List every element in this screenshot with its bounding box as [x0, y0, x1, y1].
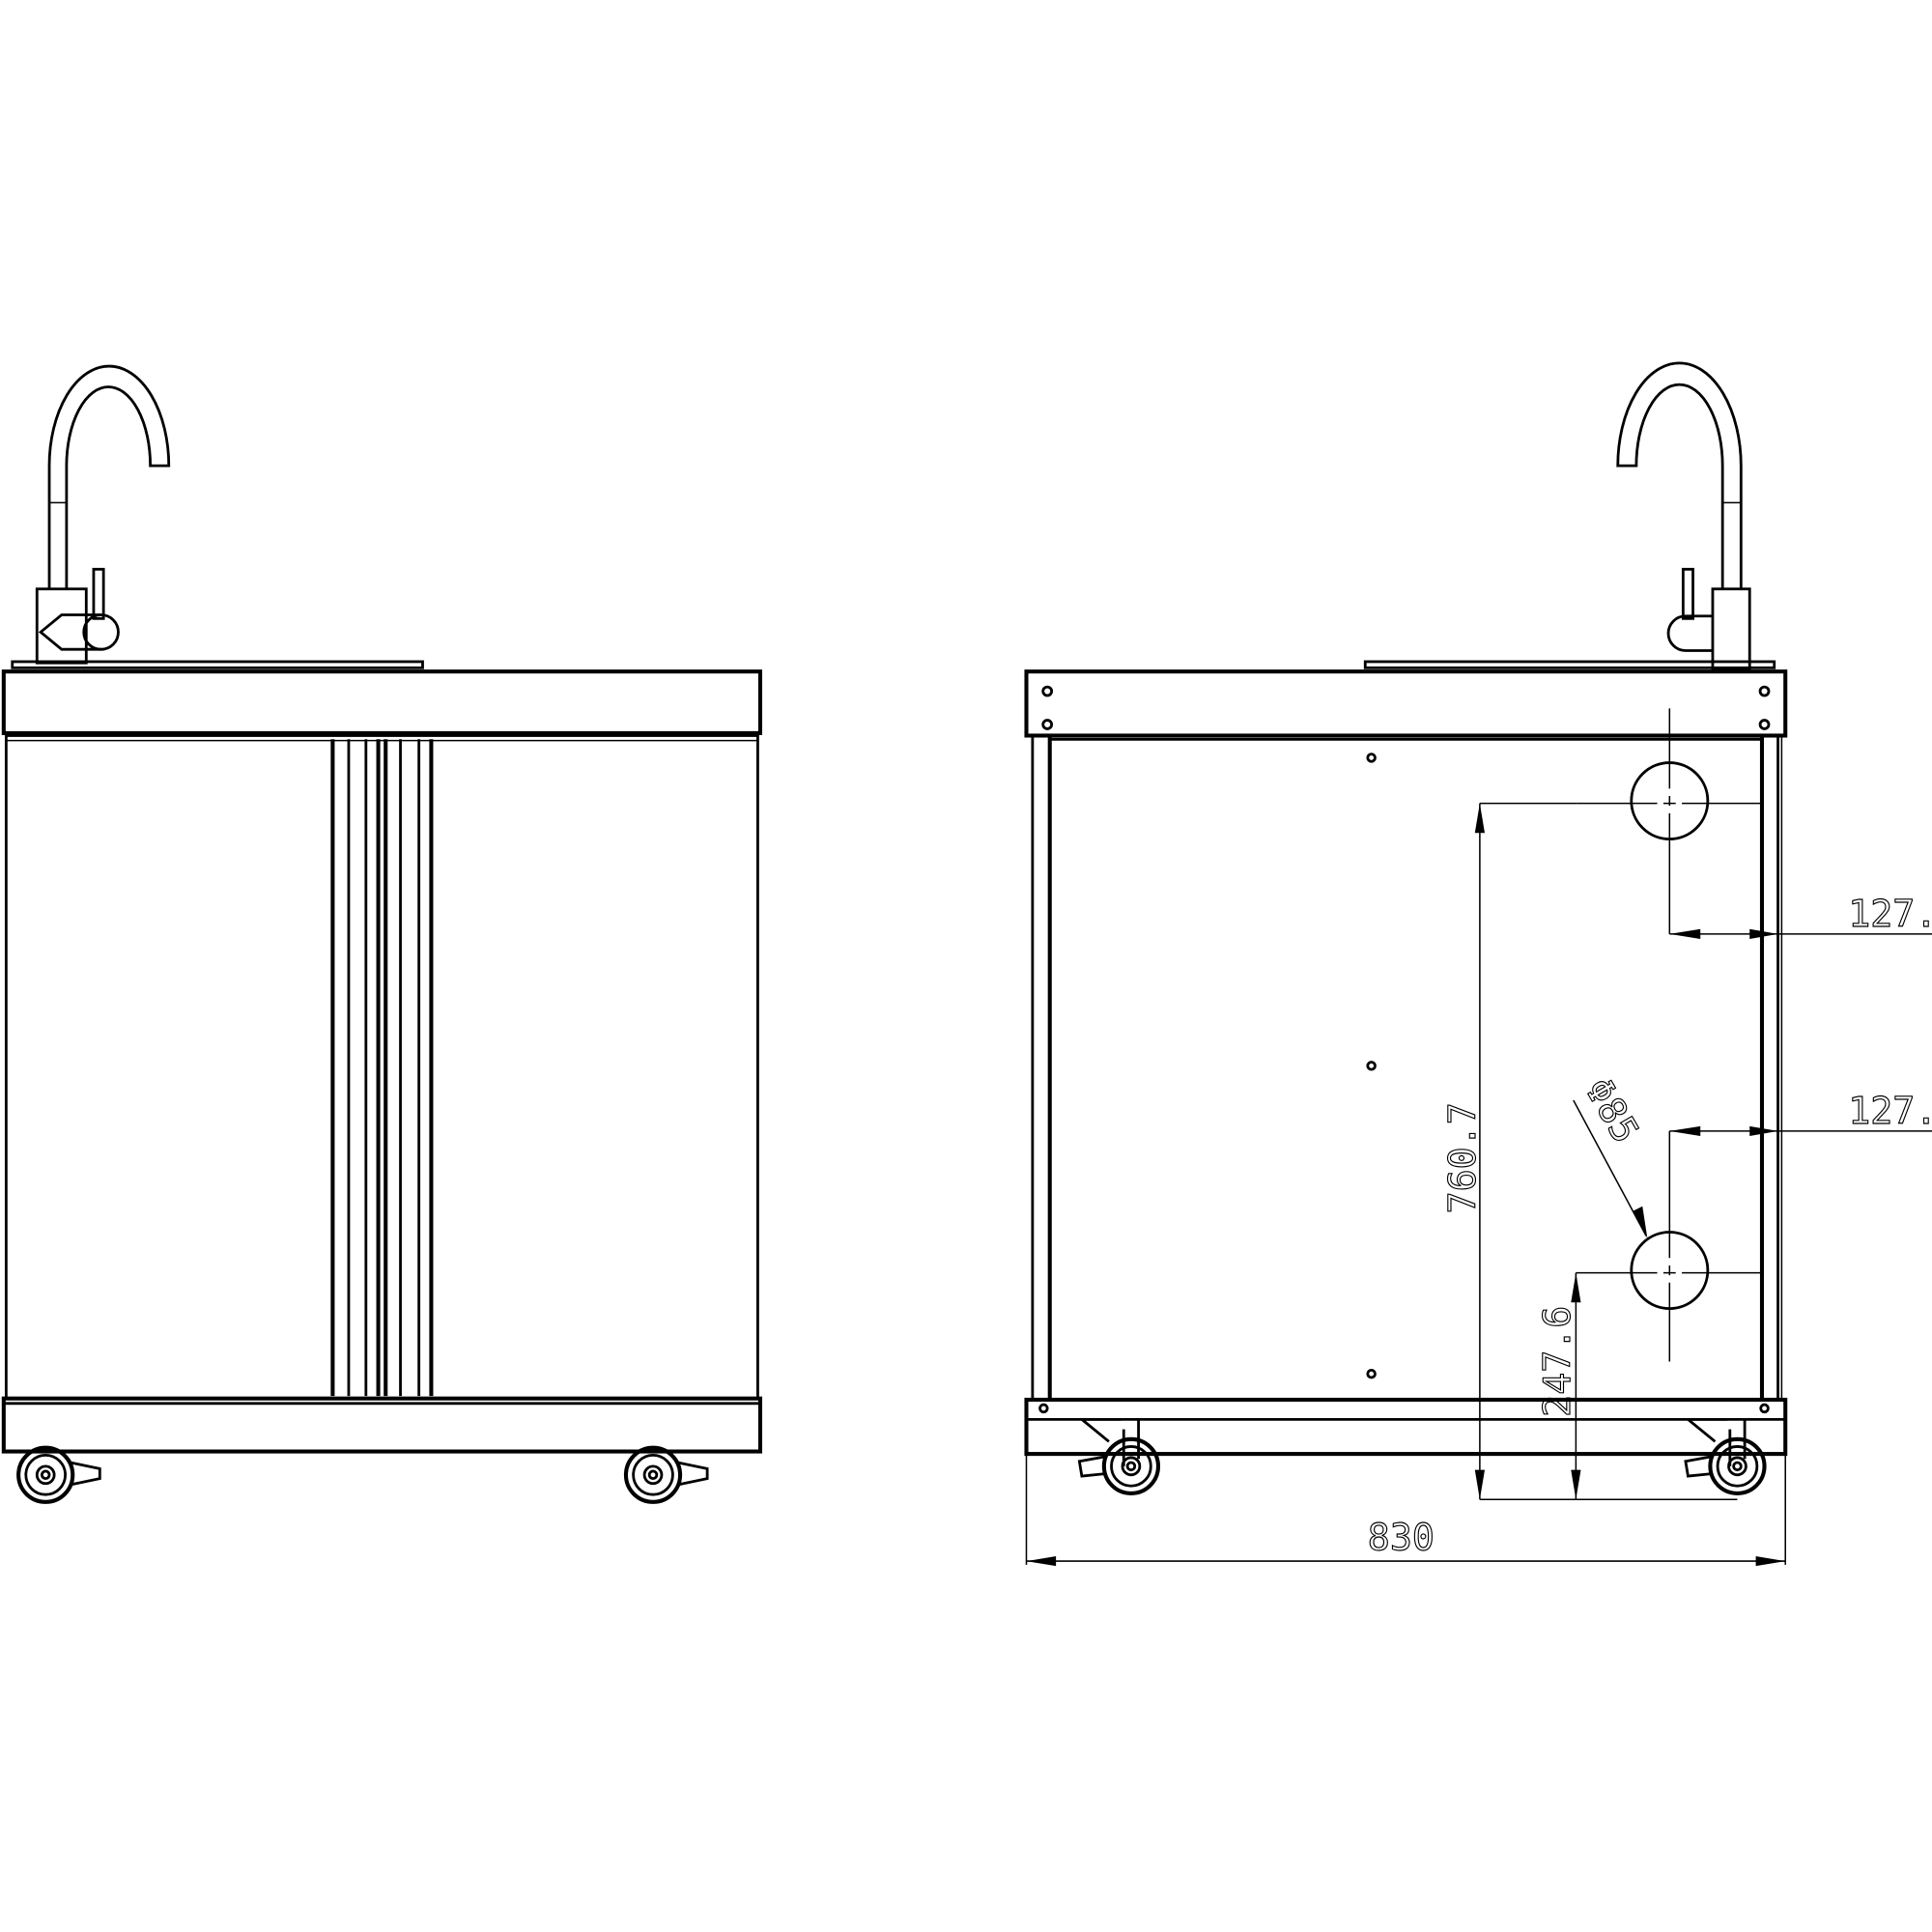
sink-plate [1363, 660, 1776, 669]
caster-wheel [626, 1448, 709, 1502]
dimension-830: 830 [1025, 1454, 1786, 1567]
faucet [1616, 361, 1751, 672]
dimension-127-2-lower: 127.2 [1669, 1090, 1932, 1137]
sink-plate [11, 660, 424, 669]
dimension-diameter-85: Φ85 [1573, 1070, 1648, 1238]
base-frame [1, 1396, 763, 1454]
dimension-127-2-upper: 127.2 [1669, 893, 1932, 939]
rear-view [1024, 361, 1788, 1493]
pipe-hole [1577, 708, 1762, 934]
front-view [1, 364, 763, 1502]
screw-holes [1038, 685, 1771, 1414]
faucet [35, 364, 171, 665]
pipe-hole [1576, 1130, 1762, 1362]
dimension-label: 830 [1368, 1517, 1435, 1560]
dimension-label: 127.2 [1848, 893, 1932, 936]
base-frame [1024, 1397, 1788, 1457]
caster-wheel [1684, 1417, 1765, 1493]
caster-wheel [18, 1448, 101, 1502]
dimension-label: Φ85 [1577, 1071, 1648, 1151]
door-stiles [330, 739, 434, 1397]
caster-wheel [1077, 1417, 1158, 1493]
dimension-label: 247.6 [1536, 1306, 1579, 1417]
side-posts [1031, 735, 1783, 1400]
countertop [1, 669, 763, 735]
dimension-label: 127.2 [1848, 1090, 1932, 1133]
top-frame [1024, 669, 1788, 738]
cabinet-body [4, 734, 759, 1401]
dimension-247-6: 247.6 [1535, 1272, 1581, 1500]
dimension-760-7: 760.7 [1440, 802, 1738, 1501]
dimension-label: 760.7 [1441, 1102, 1485, 1213]
